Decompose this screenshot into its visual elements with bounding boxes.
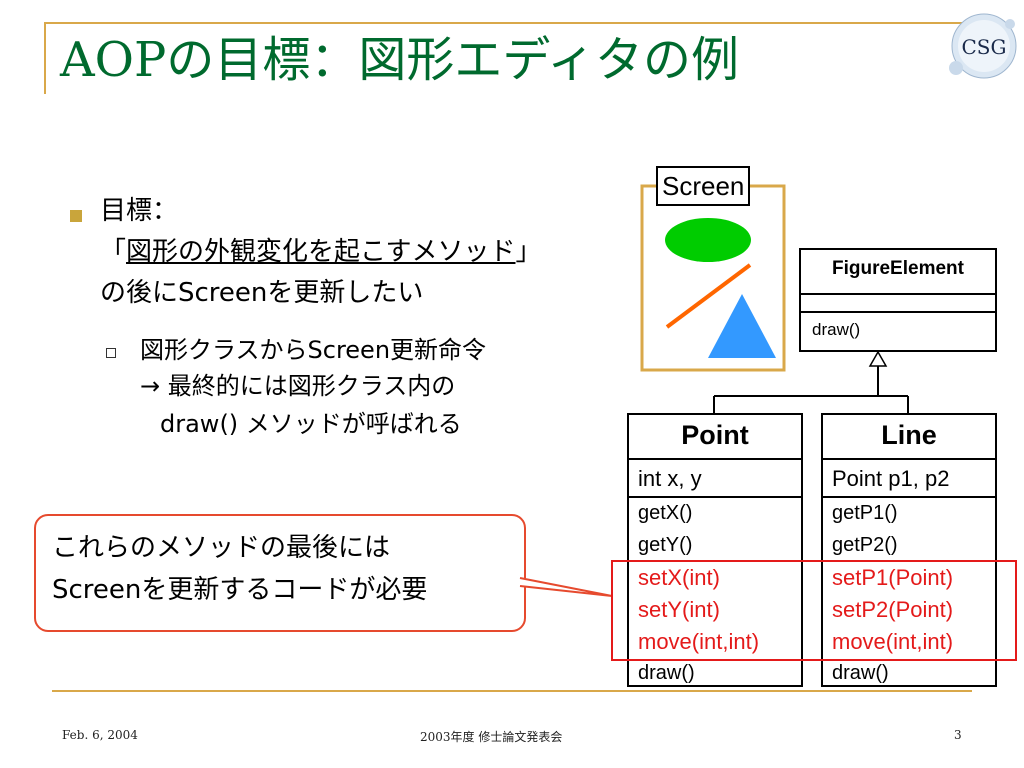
point-fields: int x, y [638, 466, 702, 491]
sub-bullet-line-1: 図形クラスからScreen更新命令 [140, 336, 487, 364]
point-method: setX(int) [638, 565, 720, 590]
point-method: draw() [638, 662, 695, 684]
callout-line-2: Screenを更新するコードが必要 [52, 575, 428, 605]
orange-line-shape [665, 263, 752, 329]
bullet-line-1: 目標： [100, 196, 179, 226]
bullet-line-3: の後にScreenを更新したい [100, 278, 424, 308]
setter-highlight-box [611, 560, 1017, 661]
callout-box [34, 514, 526, 632]
sub-bullet-line-3: draw() メソッドが呼ばれる [160, 410, 462, 438]
point-method: setY(int) [638, 597, 720, 622]
csg-logo: CSG [949, 13, 1017, 79]
line-fields: Point p1, p2 [832, 466, 950, 491]
footer-divider [52, 690, 972, 692]
callout-pointer [519, 577, 613, 597]
bracket-close: 」 [515, 237, 542, 267]
footer-date: Feb. 6, 2004 [62, 728, 138, 742]
line-method: setP2(Point) [832, 597, 954, 622]
sub-bullet-line-2: → 最終的には図形クラス内の [140, 372, 456, 400]
footer-event: 2003年度 修士論文発表会 [420, 730, 563, 744]
sub-bullet-marker [106, 348, 116, 358]
line-method: getP1() [832, 502, 898, 524]
line-method: getP2() [832, 534, 898, 556]
green-ellipse-shape [665, 218, 751, 262]
figure-element-class-box [799, 248, 997, 352]
line-method: setP1(Point) [832, 565, 954, 590]
point-class-name: Point [681, 420, 749, 450]
underlined-method-phrase: 図形の外観変化を起こすメソッド [126, 237, 516, 267]
point-method: move(int,int) [638, 629, 760, 654]
screen-label: Screen [656, 166, 751, 206]
callout-line-1: これらのメソッドの最後には [52, 533, 391, 563]
inheritance-arrow-icon [868, 350, 888, 367]
slide-title: AOPの目標：図形エディタの例 [60, 32, 739, 88]
figure-element-method: draw() [812, 320, 861, 339]
title-decoration-top [44, 22, 974, 24]
title-decoration-left [44, 22, 46, 94]
bullet-marker [70, 210, 82, 222]
line-class-name: Line [881, 420, 937, 450]
blue-triangle-shape [708, 294, 776, 358]
bracket-open: 「 [100, 237, 127, 267]
line-method: move(int,int) [832, 629, 954, 654]
logo-text: CSG [962, 35, 1007, 59]
figure-element-class-name: FigureElement [832, 258, 964, 279]
line-method: draw() [832, 662, 889, 684]
bullet-line-2: 「図形の外観変化を起こすメソッド」 [100, 234, 542, 270]
point-method: getX() [638, 502, 693, 524]
point-method: getY() [638, 534, 693, 556]
page-number: 3 [954, 728, 962, 742]
